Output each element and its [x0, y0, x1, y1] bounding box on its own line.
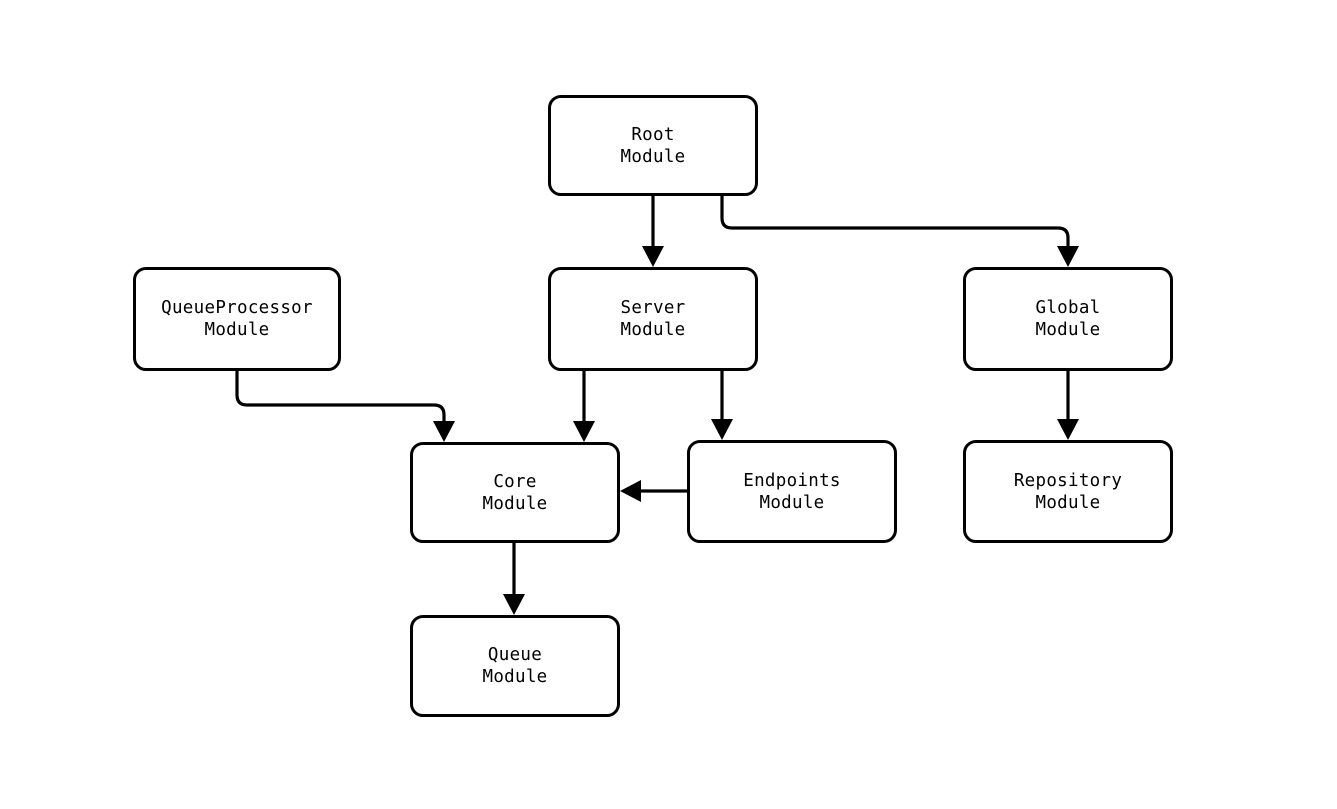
- arrowhead-core-to-queue: [503, 594, 525, 615]
- node-label-secondary: Module: [204, 320, 270, 340]
- node-label-secondary: Module: [759, 492, 825, 513]
- node-label-secondary: Module: [482, 493, 548, 514]
- edge-arrowheads: [433, 246, 1079, 615]
- arrowhead-queueprocessor-to-core: [433, 421, 455, 442]
- edge-queueprocessor-to-core: [235, 371, 446, 421]
- node-label-primary: Core: [493, 471, 537, 492]
- arrowhead-root-to-global: [1057, 246, 1079, 267]
- node-label-primary: Queue: [487, 645, 543, 665]
- node-label-primary: Root: [631, 124, 675, 145]
- node-label-secondary: Module: [620, 146, 686, 167]
- node-label-primary: QueueProcessor: [161, 298, 313, 318]
- arrowhead-endpoints-to-core: [620, 480, 641, 502]
- node-label-primary: Endpoints: [743, 470, 841, 491]
- node-label-secondary: Module: [482, 667, 548, 687]
- node-label-primary: Repository: [1013, 470, 1123, 491]
- arrowhead-server-to-endpoints: [711, 419, 733, 440]
- node-label-secondary: Module: [1035, 492, 1101, 513]
- edge-paths: [235, 196, 1070, 594]
- arrowhead-global-to-repository: [1057, 419, 1079, 440]
- edge-root-to-global: [720, 196, 1070, 246]
- node-label-secondary: Module: [1035, 320, 1101, 340]
- node-label-secondary: Module: [620, 320, 686, 340]
- arrowhead-server-to-core: [573, 421, 595, 442]
- arrowhead-root-to-server: [642, 246, 664, 267]
- node-label-primary: Server: [620, 298, 686, 318]
- node-label-primary: Global: [1035, 298, 1101, 318]
